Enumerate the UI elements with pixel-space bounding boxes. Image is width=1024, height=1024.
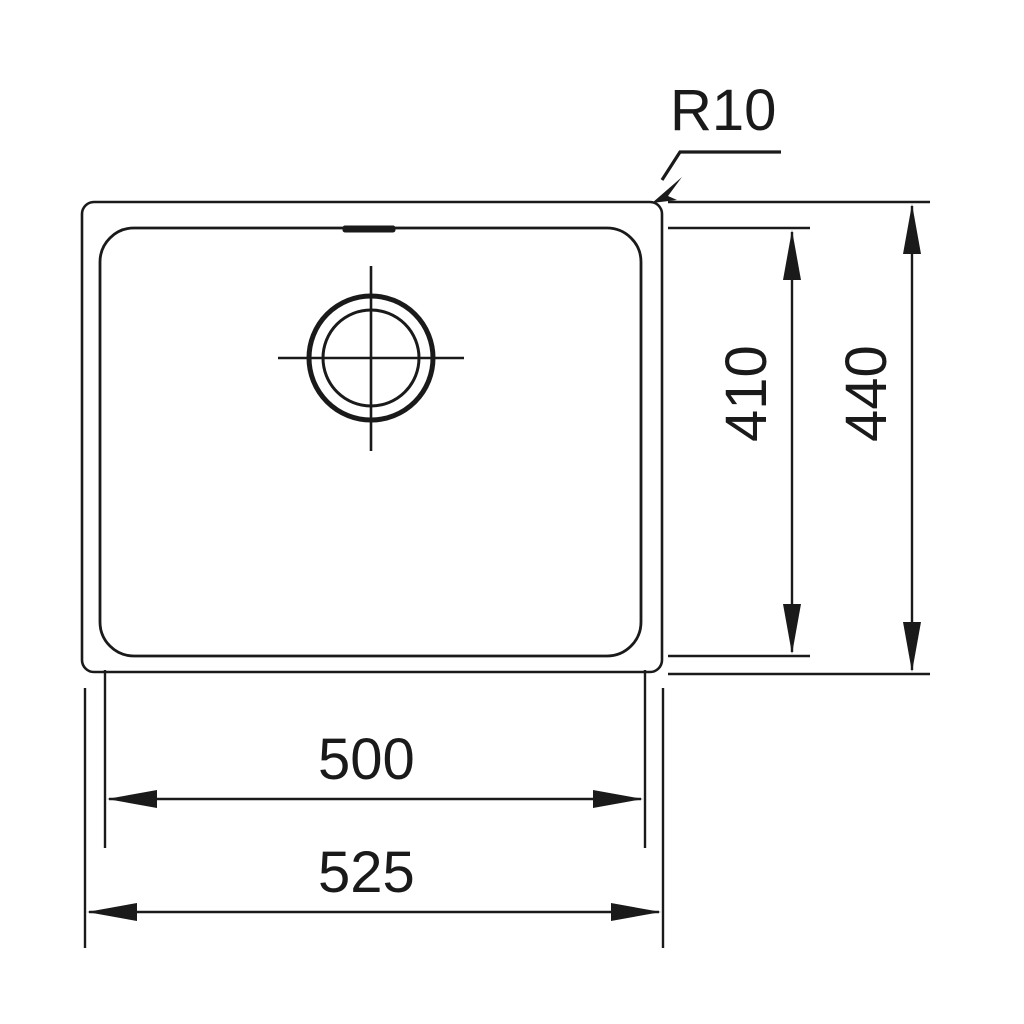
dim-525-arrow-right (611, 903, 661, 921)
radius-leader-line (660, 150, 781, 181)
radius-label: R10 (670, 78, 776, 143)
dimension-525-group (83, 688, 665, 948)
dim-500-arrow-right (593, 790, 643, 808)
dim-410-label: 410 (714, 345, 779, 442)
dim-410-arrow-bottom (783, 604, 801, 654)
dim-440-arrow-top (903, 204, 921, 254)
dim-410-arrow-top (783, 230, 801, 280)
sink-outline-group (80, 200, 664, 674)
sink-outer-outline (80, 200, 664, 674)
drain-group (278, 266, 464, 451)
dim-525-label: 525 (318, 840, 415, 905)
dim-525-arrow-left (87, 903, 137, 921)
dimension-410-group (668, 226, 810, 658)
dim-500-arrow-left (107, 790, 157, 808)
radius-leader-group (652, 150, 781, 203)
radius-leader-arrowhead (652, 177, 682, 203)
dim-440-label: 440 (834, 345, 899, 442)
dimension-440-group (668, 200, 930, 676)
dimension-500-group (103, 670, 647, 848)
overflow-slot (342, 225, 396, 233)
dim-500-label: 500 (318, 727, 415, 792)
dim-440-arrow-bottom (903, 622, 921, 672)
